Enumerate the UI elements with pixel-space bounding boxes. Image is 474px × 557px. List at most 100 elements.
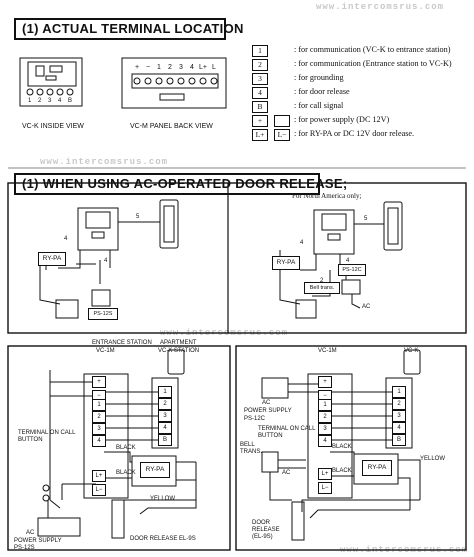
legend-key-lminus: L− [274,129,290,141]
s2l-ps12s: PS-12S [88,308,118,320]
s3l-vck-terminal-3: 3 [158,410,172,422]
s3l-terminal-note: TERMINAL ON CALL BUTTON [18,430,76,443]
vcm-terminal-3: 3 [179,64,183,71]
legend-key-minus [274,115,290,127]
s3r-power-model: PS-12C [244,416,266,422]
legend-text-1: : for communication (VC-K to entrance st… [294,45,451,54]
s3r-bell-ac: AC [282,470,291,476]
s2l-vck-handset [159,199,179,249]
vcm-terminal-2: 2 [168,64,172,71]
s2l-wire-4a: 4 [64,236,68,242]
s2l-wire-5: 5 [136,214,140,220]
vck-inside-body [19,57,83,107]
s3r-terminal-4: 4 [318,435,332,447]
s3l-vck-terminal-2: 2 [158,398,172,410]
legend-text-rypa: : for RY-PA or DC 12V door release. [294,129,415,138]
s2r-ps12c: PS-12C [338,264,366,276]
s2r-wire-4a: 4 [300,240,304,246]
s3l-vck-terminal-b: B [158,434,172,446]
s3r-vck-terminal-b: B [392,434,406,446]
vcm-terminal-strip [133,77,218,85]
s3r-terminal-lminus: L− [318,482,332,494]
vck-caption: VC-K INSIDE VIEW [22,123,84,130]
vcm-terminal-plus: + [135,64,140,71]
legend-key-plus: + [252,115,268,127]
s3r-rypa-box [353,453,399,485]
vcm-terminal-lplus: L+ [199,64,207,71]
s2r-wire-4b: 4 [346,258,350,264]
s3l-black-1: BLACK [116,445,136,451]
s3r-rypa: RY-PA [362,460,392,476]
vck-terminal-strip [26,88,74,96]
s2r-wire-5: 5 [364,216,368,222]
s3r-vck-terminal-4: 4 [392,422,406,434]
vck-terminal-2: 2 [38,98,42,104]
s3l-terminal-lminus: L− [92,484,106,496]
s3r-black-2: BLACK [332,468,352,474]
s3l-terminal-4: 4 [92,435,106,447]
s3r-door-release: DOOR RELEASE (EL-9S) [252,520,280,540]
s3l-vck-terminal-1: 1 [158,386,172,398]
s2r-wire-2: 2 [320,278,324,284]
vcm-caption: VC-M PANEL BACK VIEW [130,123,213,130]
s3r-black-1: BLACK [332,444,352,450]
vck-terminal-3: 3 [48,98,52,104]
vck-terminal-4: 4 [58,98,62,104]
s2l-rypa: RY-PA [38,252,66,266]
legend-key-2: 2 [252,59,268,71]
vck-inside-panel [27,61,77,87]
s3r-terminal-lplus: L+ [318,468,332,480]
s3l-yellow: YELLOW [150,496,176,502]
s2r-entrance-station [313,209,355,255]
vck-terminal-b: B [68,98,73,104]
s3r-power-ac: AC [262,400,271,406]
s3l-terminal-plus: + [92,376,106,388]
s3r-vck-terminal-3: 3 [392,410,406,422]
s3l-entrance-label: ENTRANCE STATION [92,340,152,346]
s3l-terminal-2: 2 [92,411,106,423]
s3l-door-release: DOOR RELEASE EL-9S [130,536,196,542]
legend-key-b: B [252,101,268,113]
s3r-terminal-1: 1 [318,399,332,411]
s3l-vck-frame [151,377,179,449]
legend-text-3: : for grounding [294,73,344,82]
legend-key-1: 1 [252,45,268,57]
s3r-terminal-note: TERMINAL ON CALL BUTTON [258,426,316,439]
s3r-vck-terminal-1: 1 [392,386,406,398]
s2r-vck-handset [383,201,403,251]
s3r-vck: VC-K [404,348,419,354]
s3l-vck-terminal-4: 4 [158,422,172,434]
s2l-ps12s-box [91,289,111,307]
watermark-middle: www.intercomsrus.com [40,157,169,167]
s3r-vck-handset [403,349,421,375]
legend-key-lplus: L+ [252,129,268,141]
s3l-black-2: BLACK [116,470,136,476]
legend-text-power: : for power supply (DC 12V) [294,115,390,124]
s3l-apartment-label: APARTMENT [160,340,197,346]
vcm-terminal-l: L [212,64,216,71]
s2r-ps12c-box [341,279,361,295]
s3r-bell: BELL TRANS. [240,442,263,455]
s3r-vck-frame [385,377,413,449]
s2l-wire-4b: 4 [104,258,108,264]
vcm-terminal-4: 4 [190,64,194,71]
legend-key-3: 3 [252,73,268,85]
s3l-terminal-lplus: L+ [92,470,106,482]
s2l-door-release [55,299,79,319]
section1-title: (1) ACTUAL TERMINAL LOCATION [14,18,243,40]
s3r-yellow: YELLOW [420,456,446,462]
s3l-power-label: POWER SUPPLY [14,538,62,544]
s2r-door-release [295,299,317,319]
s3l-terminal-1: 1 [92,399,106,411]
vcm-panel-body [121,57,227,109]
vcm-terminal-1: 1 [157,64,161,71]
s3r-door-release [291,501,305,541]
legend-key-4: 4 [252,87,268,99]
s3l-ps12s-box [37,517,81,537]
watermark-top: www.intercomsrus.com [316,2,445,12]
legend-text-b: : for call signal [294,101,344,110]
s3r-terminal-2: 2 [318,411,332,423]
s2r-rypa: RY-PA [272,256,300,270]
s3l-door-release [111,499,125,539]
